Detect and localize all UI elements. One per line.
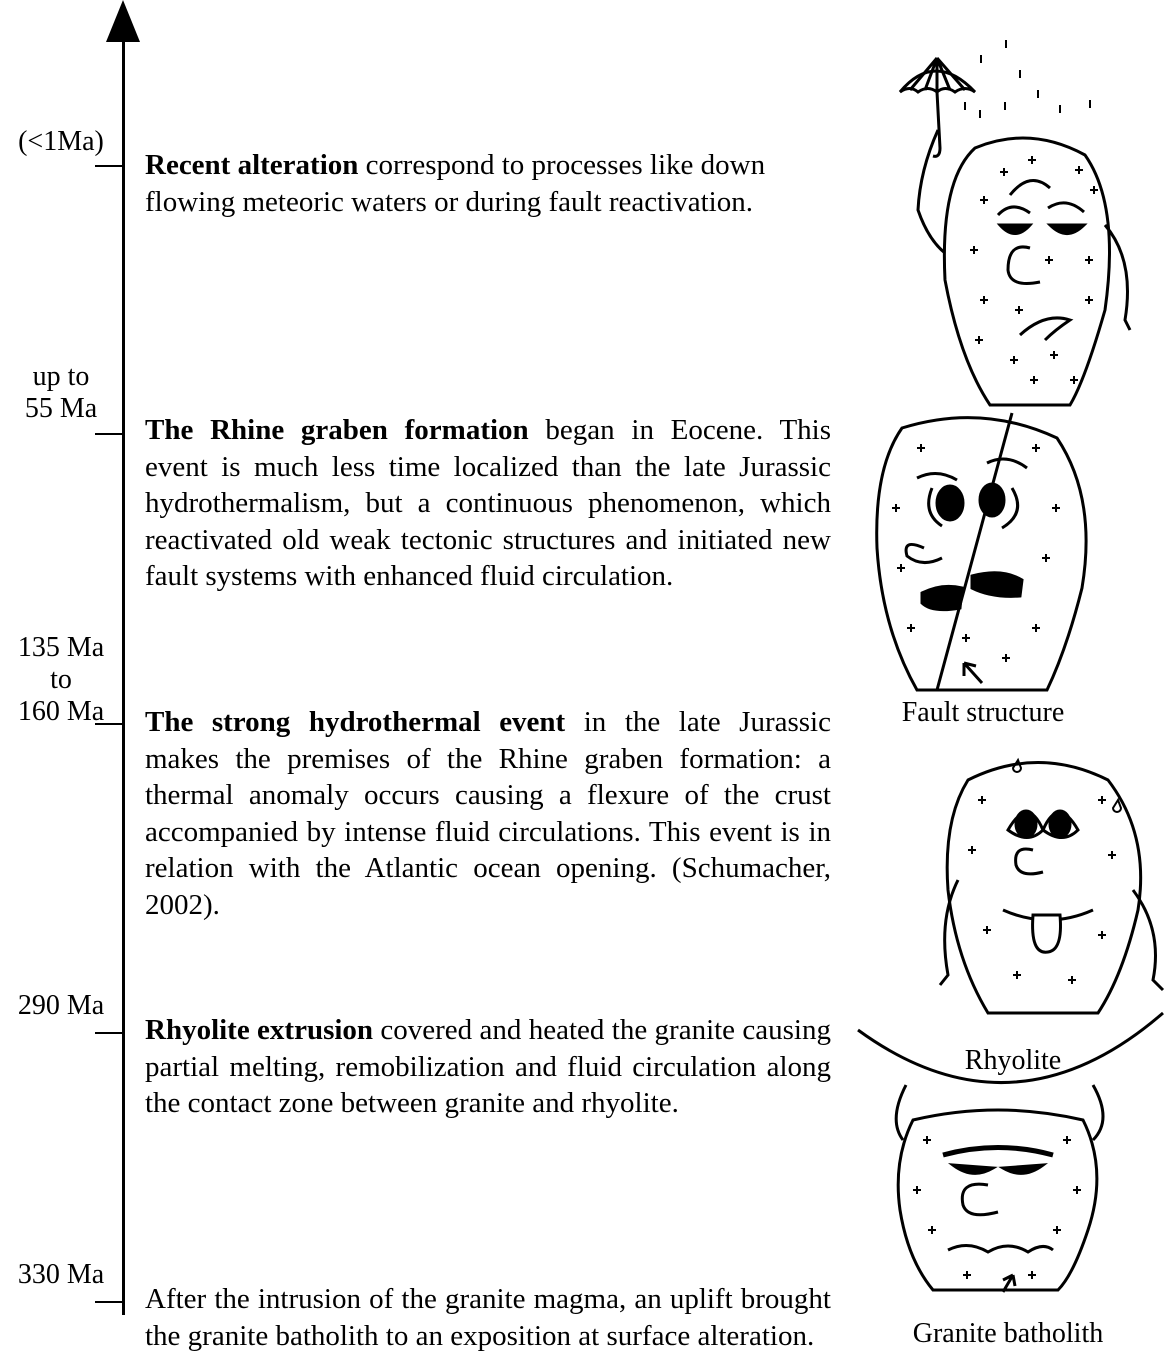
event-recent-alteration: Recent alteration correspond to processe… [145,147,831,220]
tick-290ma [95,1032,123,1034]
event-text: in the late Jurassic makes the premises … [145,706,831,921]
tick-55ma [95,433,123,435]
time-label-330ma: 330 Ma [0,1259,122,1291]
event-rhine-graben: The Rhine graben formation began in Eoce… [145,412,831,595]
rain-umbrella-granite-icon [880,30,1150,410]
timeline-axis [122,20,125,1315]
fault-structure-caption: Fault structure [878,697,1088,729]
granite-batholith-caption: Granite batholith [888,1318,1128,1350]
rhyolite-caption: Rhyolite [928,1045,1098,1077]
event-text: After the intrusion of the granite magma… [145,1283,831,1352]
faulted-granite-icon [862,408,1102,693]
time-label-recent: (<1Ma) [0,126,122,158]
hot-sweating-granite-icon [918,740,1168,1015]
time-label-55ma: up to 55 Ma [0,361,122,425]
event-granite-uplift: After the intrusion of the granite magma… [145,1281,831,1354]
event-title: Rhyolite extrusion [145,1014,373,1046]
event-title: The strong hydrothermal event [145,706,565,738]
event-hydrothermal: The strong hydrothermal event in the lat… [145,704,831,923]
event-title: Recent alteration [145,149,358,181]
angry-granite-batholith-icon [858,1080,1138,1295]
event-title: The Rhine graben formation [145,414,529,446]
event-rhyolite-extrusion: Rhyolite extrusion covered and heated th… [145,1012,831,1122]
tick-recent [95,165,123,167]
time-label-135-160ma: 135 Ma to 160 Ma [0,632,122,728]
time-label-290ma: 290 Ma [0,990,122,1022]
tick-330ma [95,1301,123,1303]
